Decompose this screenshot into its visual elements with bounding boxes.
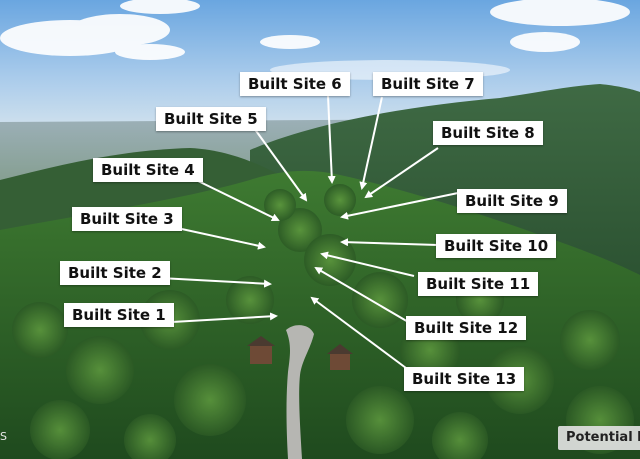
site-label-4: Built Site 4 (93, 158, 203, 182)
pointer-arrows (159, 95, 459, 369)
site-label-3: Built Site 3 (72, 207, 182, 231)
site-label-6: Built Site 6 (240, 72, 350, 96)
site-label-13: Built Site 13 (404, 367, 525, 391)
site-label-11: Built Site 11 (418, 272, 539, 296)
site-label-9: Built Site 9 (457, 189, 567, 213)
site-label-10: Built Site 10 (436, 234, 557, 258)
clouds (0, 0, 630, 80)
site-label-8: Built Site 8 (433, 121, 543, 145)
site-label-2: Built Site 2 (60, 261, 170, 285)
site-label-12: Built Site 12 (406, 316, 527, 340)
site-label-1: Built Site 1 (64, 303, 174, 327)
site-label-7: Built Site 7 (373, 72, 483, 96)
gravel-road (286, 325, 314, 459)
tree-canopy (12, 184, 634, 459)
corner-watermark: S (0, 430, 7, 443)
houses (247, 336, 353, 370)
potential-badge: Potential b (558, 426, 640, 450)
site-label-5: Built Site 5 (156, 107, 266, 131)
